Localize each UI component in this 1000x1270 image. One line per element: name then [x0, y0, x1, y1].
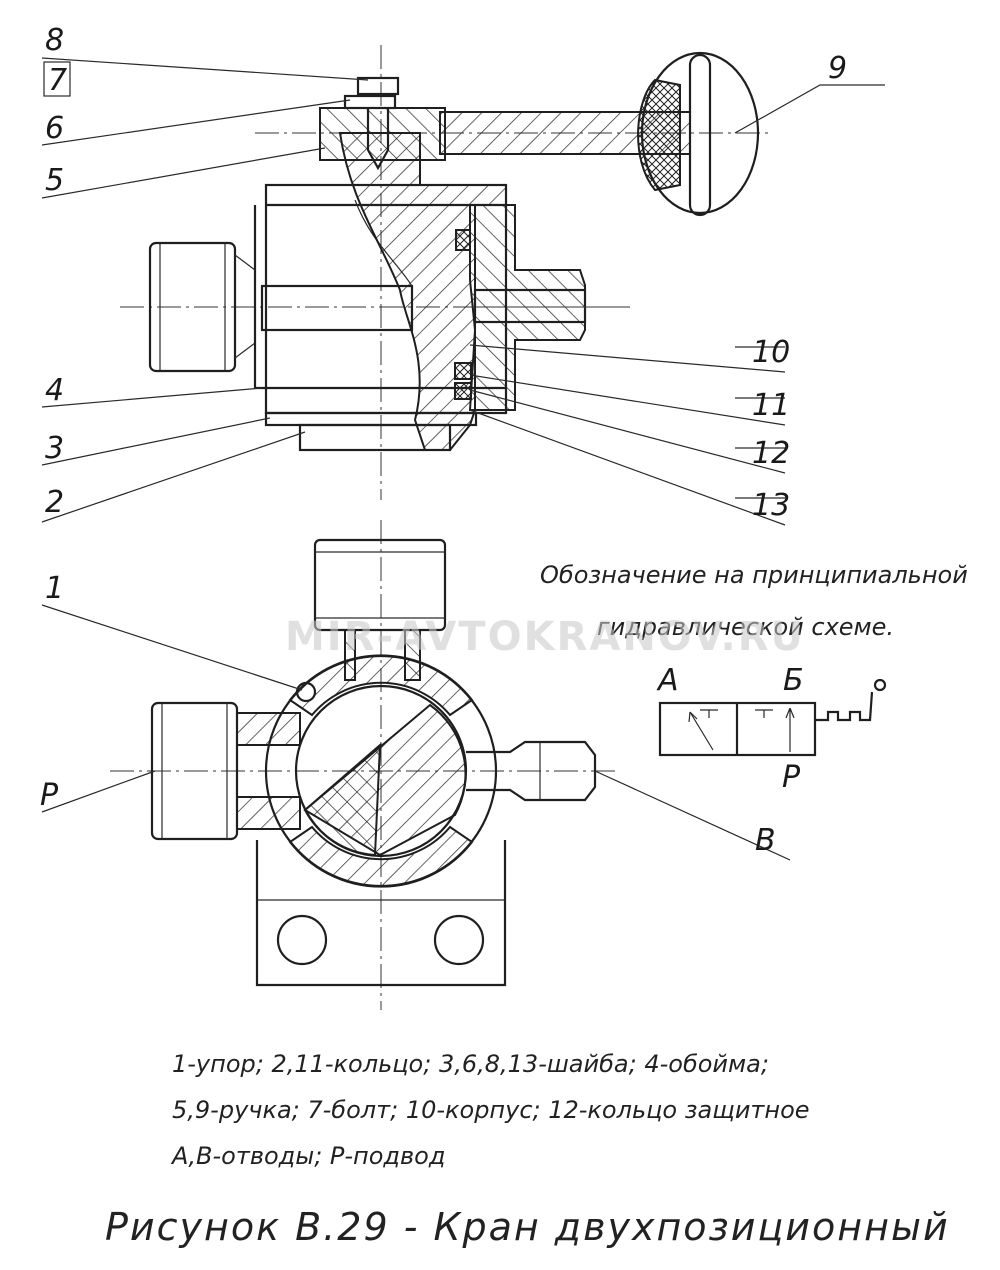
label-11: 11: [752, 388, 790, 423]
legend-line2: 5,9-ручка; 7-болт; 10-корпус; 12-кольцо …: [172, 1096, 810, 1124]
top-section-view: [120, 45, 770, 500]
label-13: 13: [752, 488, 790, 523]
legend: 1-упор; 2,11-кольцо; 3,6,8,13-шайба; 4-о…: [170, 1050, 810, 1170]
label-7-box: [43, 61, 71, 97]
scheme-port-A: A: [656, 663, 679, 698]
scheme-port-B: Б: [783, 663, 804, 698]
label-7: 7: [48, 63, 67, 98]
figure-caption: Рисунок В.29 - Кран двухпозиционный: [105, 1205, 950, 1249]
label-B: B: [755, 823, 776, 858]
scheme-title-line2: гидравлической схеме.: [597, 613, 894, 641]
label-P: P: [40, 778, 59, 813]
legend-line1: 1-упор; 2,11-кольцо; 3,6,8,13-шайба; 4-о…: [172, 1050, 769, 1078]
label-10: 10: [752, 335, 790, 370]
label-9: 9: [828, 51, 847, 86]
label-6: 6: [45, 111, 64, 146]
label-5: 5: [45, 163, 64, 198]
label-12: 12: [752, 436, 790, 471]
scheme-port-P: P: [782, 760, 801, 795]
hydraulic-scheme: Обозначение на принципиальной гидравличе…: [540, 561, 968, 795]
label-8: 8: [45, 23, 64, 58]
leader-lines: [41, 57, 885, 861]
bottom-section-view: [110, 520, 620, 1010]
label-3: 3: [45, 431, 64, 466]
label-4: 4: [45, 373, 64, 408]
legend-line3: А,В-отводы; Р-подвод: [170, 1142, 445, 1170]
scheme-title-line1: Обозначение на принципиальной: [540, 561, 968, 589]
watermark: MIR-AVTOKRANOV.RU: [285, 614, 805, 660]
part-labels: 8 7 6 5 4 3 2 9 10 11 12 13 1 P B: [40, 23, 847, 858]
label-1: 1: [45, 571, 64, 606]
label-2: 2: [45, 485, 64, 520]
